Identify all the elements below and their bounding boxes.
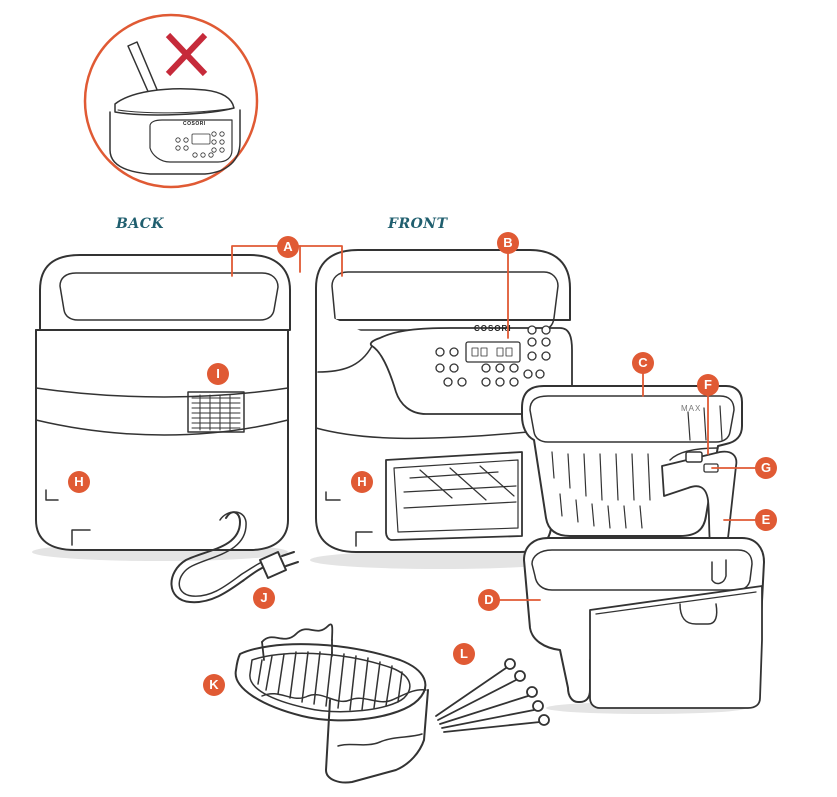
- callout-i: I: [207, 363, 229, 385]
- callout-j: J: [253, 587, 275, 609]
- callout-c: C: [632, 352, 654, 374]
- front-view-label: FRONT: [388, 216, 448, 232]
- prohibited-x-icon: [165, 32, 208, 77]
- callout-f: F: [697, 374, 719, 396]
- brand-logo-inset: COSORI: [183, 121, 206, 127]
- warning-inset: [83, 13, 259, 189]
- fryer-front-view: [310, 249, 573, 569]
- fry-basket: [521, 385, 743, 563]
- brand-logo-front: COSORI: [474, 324, 512, 333]
- fryer-back-view: [32, 254, 291, 561]
- power-cord: [170, 511, 299, 604]
- callout-k: K: [203, 674, 225, 696]
- callout-a: A: [277, 236, 299, 258]
- max-fill-mark: MAX: [681, 404, 702, 413]
- back-view-label: BACK: [116, 216, 165, 232]
- basket-pan: [523, 537, 765, 714]
- rack-accessory: [234, 623, 429, 784]
- callout-g: G: [755, 457, 777, 479]
- callout-b: B: [497, 232, 519, 254]
- callout-l: L: [453, 643, 475, 665]
- callout-d: D: [478, 589, 500, 611]
- callout-e: E: [755, 509, 777, 531]
- callout-h-front: H: [351, 471, 373, 493]
- skewers-accessory: [435, 658, 550, 733]
- callout-h-back: H: [68, 471, 90, 493]
